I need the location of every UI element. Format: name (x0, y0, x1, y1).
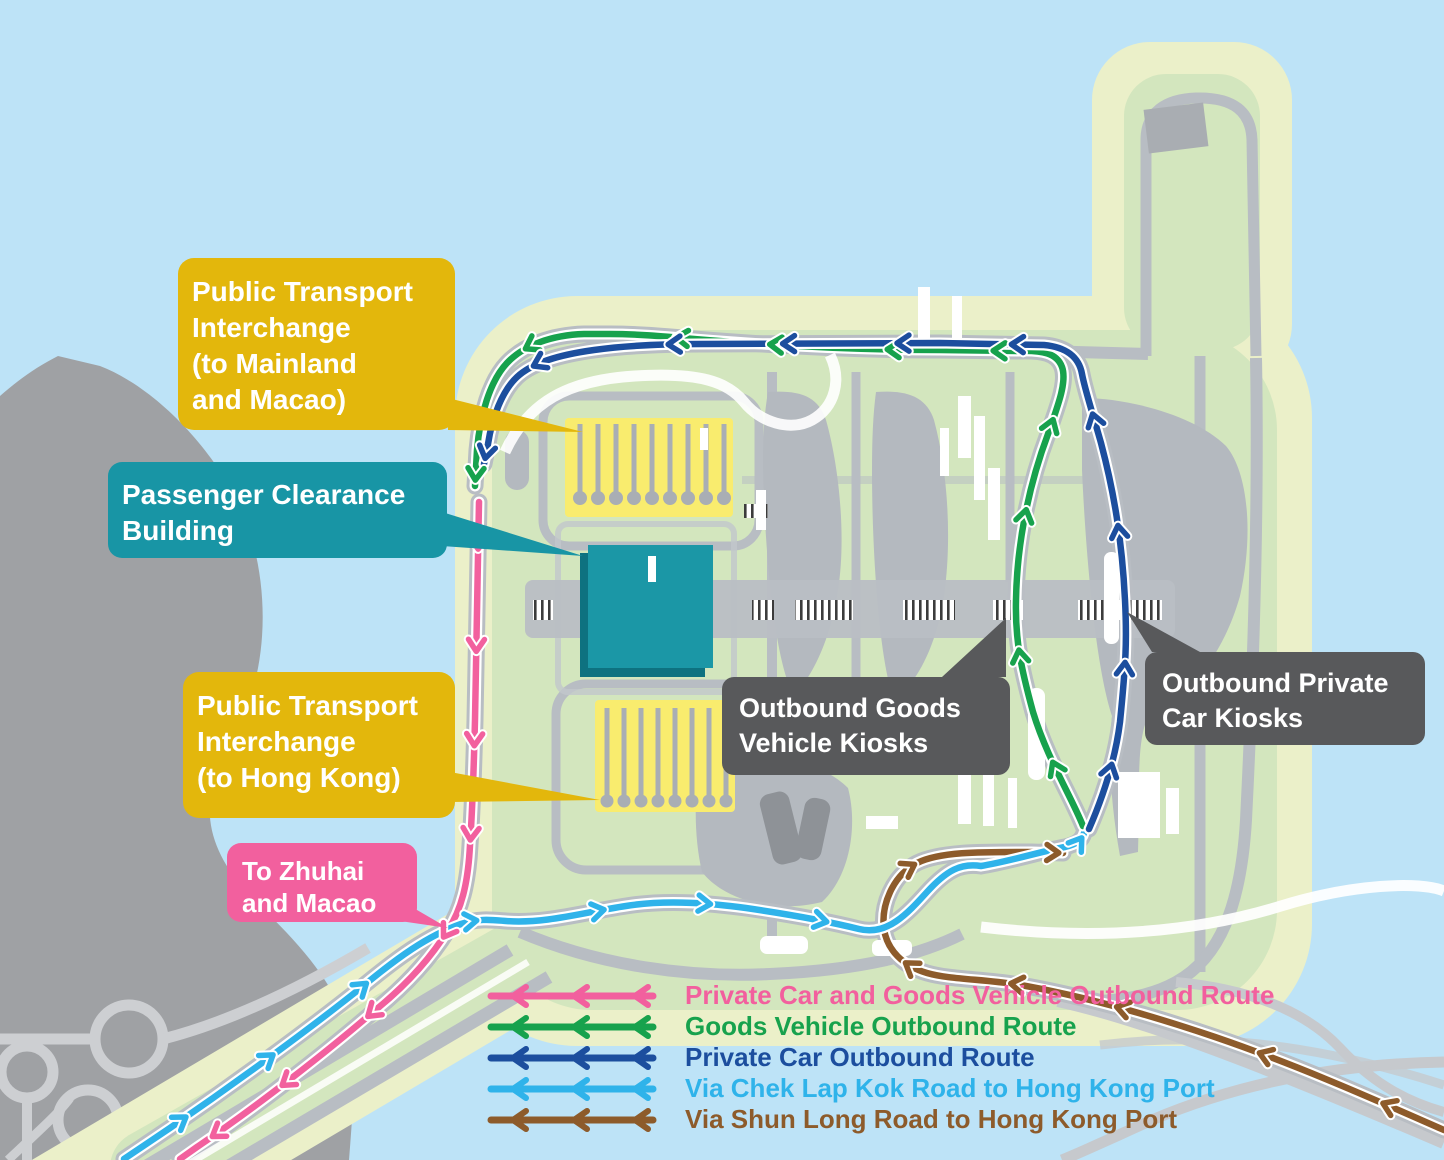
callout-line: Vehicle Kiosks (739, 728, 929, 758)
route-lightblue-arrow-icon (588, 901, 607, 923)
callout-line: Interchange (197, 726, 356, 757)
legend-label: Via Shun Long Road to Hong Kong Port (685, 1104, 1178, 1134)
route-pink-arrow-icon (463, 730, 486, 749)
legend-label: Via Chek Lap Kok Road to Hong Kong Port (685, 1073, 1215, 1103)
legend-row-green: Goods Vehicle Outbound Route (487, 1011, 1274, 1042)
route-green-arrow-icon (990, 340, 1008, 362)
flyover-roads (188, 352, 1444, 1160)
route-blue-arrow-icon (1098, 761, 1120, 781)
callout-line: Outbound Goods (739, 693, 961, 723)
legend-arrow-icon (487, 1076, 657, 1101)
legend-label: Goods Vehicle Outbound Route (685, 1011, 1077, 1041)
route-pink-arrow-icon (279, 1069, 300, 1089)
route-green-arrow-icon (522, 333, 543, 353)
legend-row-blue: Private Car Outbound Route (487, 1042, 1274, 1073)
route-blue-arrow-icon (1008, 333, 1027, 356)
callout-line: Public Transport (197, 690, 418, 721)
route-pink-arrow-icon (209, 1120, 230, 1140)
route-lightblue-arrow-icon (1065, 835, 1085, 856)
callout-line: Interchange (192, 312, 351, 343)
route-green-arrow-icon (766, 334, 785, 356)
route-blue-arrow-icon (779, 332, 798, 355)
route-legend: Private Car and Goods Vehicle Outbound R… (487, 980, 1274, 1135)
legend-row-pink: Private Car and Goods Vehicle Outbound R… (487, 980, 1274, 1011)
legend-row-lightblue: Via Chek Lap Kok Road to Hong Kong Port (487, 1073, 1274, 1104)
route-green-arrow-icon (1010, 647, 1032, 666)
route-pink-arrow-icon (365, 999, 385, 1020)
route-green-arrow-icon (465, 464, 487, 483)
callout-line: Building (122, 515, 234, 546)
route-brown-arrow-icon (1380, 1097, 1400, 1119)
legend-arrow-icon (487, 1014, 657, 1039)
mainland (0, 356, 371, 1160)
legend-row-brown: Via Shun Long Road to Hong Kong Port (487, 1104, 1274, 1135)
callout-line: Public Transport (192, 276, 413, 307)
legend-arrow-icon (487, 1107, 657, 1132)
callout-line: To Zhuhai (242, 856, 365, 886)
route-arrows (166, 325, 1402, 1142)
callout-line: and Macao) (192, 384, 347, 415)
route-blue-arrow-icon (530, 350, 551, 371)
legend-arrow-icon (487, 983, 657, 1008)
callout-line: Outbound Private (1162, 668, 1389, 698)
callout-line: Passenger Clearance (122, 479, 406, 510)
route-brown-arrow-icon (1256, 1046, 1277, 1068)
pti-south-building (595, 700, 735, 812)
route-blue-arrow-icon (476, 442, 499, 462)
route-lightblue-arrow-icon (349, 980, 370, 1000)
route-brown-arrow-icon (1007, 974, 1027, 996)
callout-line: and Macao (242, 888, 377, 918)
route-green-arrow-icon (1038, 416, 1060, 437)
route-pink-arrow-icon (465, 636, 488, 655)
route-pink-arrow-icon (440, 919, 460, 940)
route-lightblue-arrow-icon (255, 1052, 276, 1072)
pti-north-building (565, 418, 733, 517)
route-lightblue-path (120, 829, 1088, 1160)
route-blue-arrow-icon (894, 332, 912, 354)
legend-label: Private Car Outbound Route (685, 1042, 1035, 1072)
route-brown-arrow-icon (1113, 999, 1133, 1021)
buildings (648, 102, 1209, 956)
route-blue-arrow-icon (1085, 411, 1107, 431)
route-blue-arrow-icon (1113, 659, 1136, 678)
route-blue-arrow-icon (1109, 522, 1131, 542)
vehicle-shapes (759, 791, 831, 865)
route-pink-arrow-icon (460, 824, 482, 843)
route-lightblue-arrow-icon (461, 911, 480, 933)
callout-line: Car Kiosks (1162, 703, 1304, 733)
route-green-arrow-icon (1047, 759, 1068, 780)
callout-tails (400, 398, 1200, 928)
route-brown-arrow-icon (1043, 841, 1062, 864)
route-brown-arrow-icon (897, 860, 918, 881)
passenger-clearance-building (580, 545, 713, 677)
route-blue-arrow-icon (665, 333, 684, 355)
legend-arrow-icon (487, 1045, 657, 1070)
route-green-arrow-icon (1013, 506, 1035, 526)
route-lightblue-arrow-icon (695, 892, 714, 914)
legend-label: Private Car and Goods Vehicle Outbound R… (685, 980, 1275, 1010)
route-brown-arrow-icon (902, 960, 923, 980)
callout-line: (to Hong Kong) (197, 762, 401, 793)
route-lightblue-arrow-icon (168, 1114, 189, 1134)
route-lightblue-arrow-icon (810, 908, 830, 930)
callout-line: (to Mainland (192, 348, 357, 379)
